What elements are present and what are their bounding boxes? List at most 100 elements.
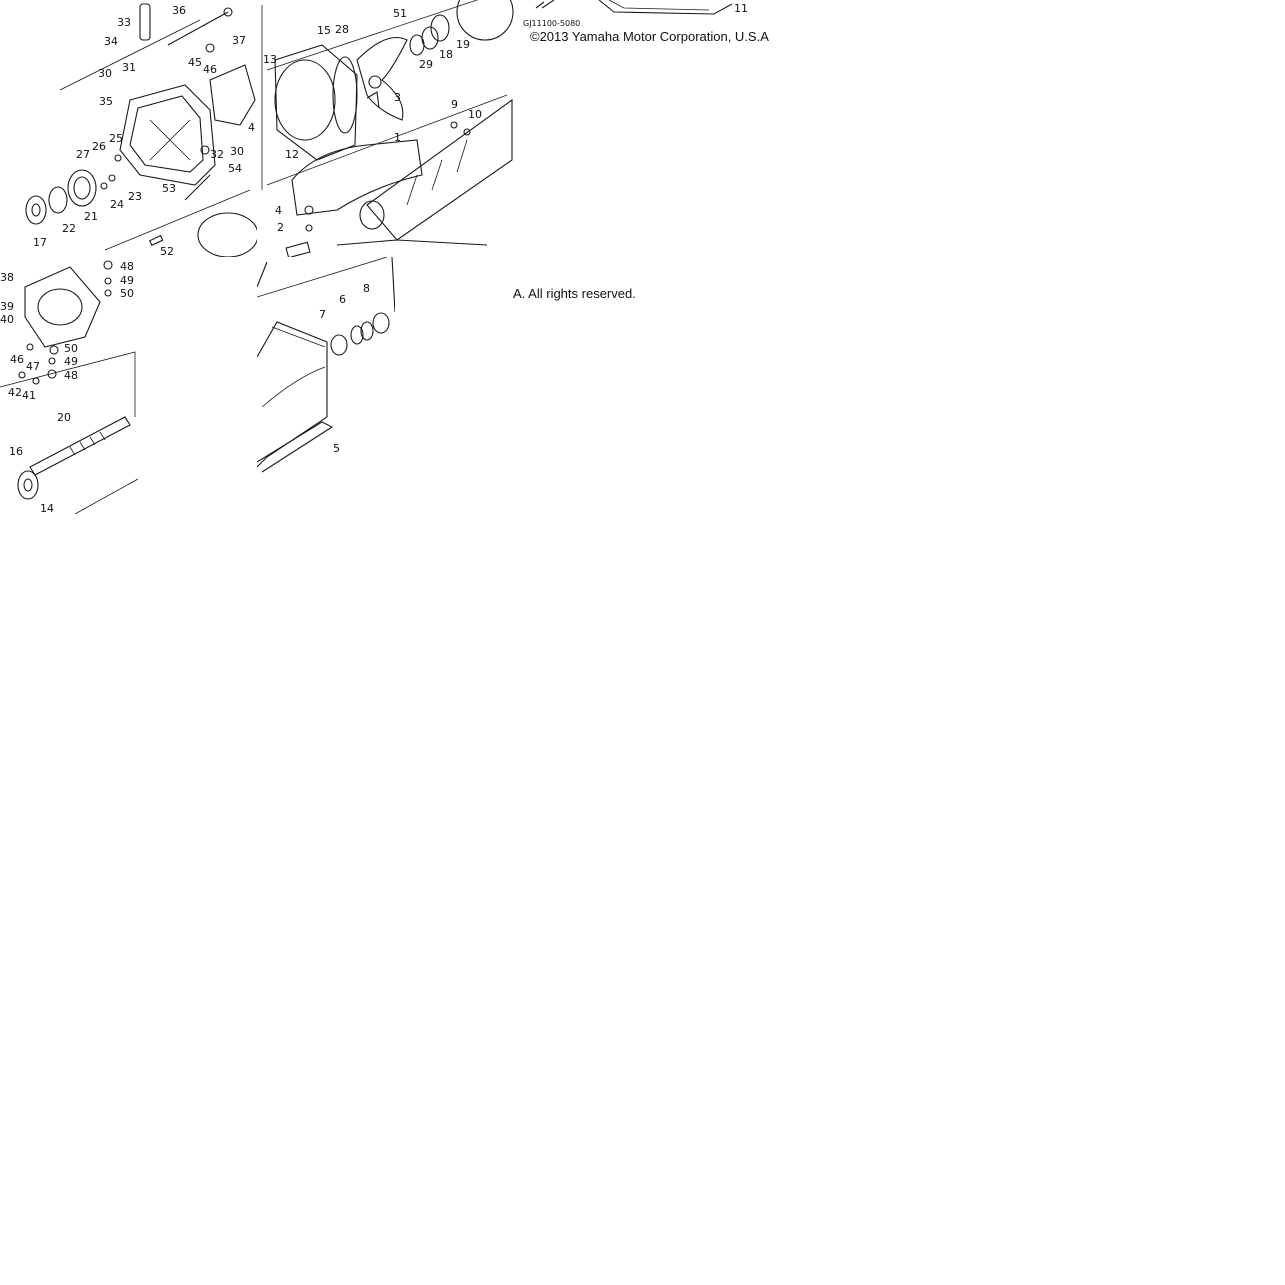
- part-label-24: 24: [110, 198, 124, 211]
- bolt-icon: [32, 377, 40, 385]
- part-label-50b: 50: [64, 342, 78, 355]
- part-label-47: 47: [26, 360, 40, 373]
- part-label-30b: 30: [230, 145, 244, 158]
- part-label-28: 28: [335, 23, 349, 36]
- part-label-48b: 48: [64, 369, 78, 382]
- part-label-20: 20: [57, 411, 71, 424]
- part-label-46: 46: [203, 63, 217, 76]
- shaft-part-33: [139, 3, 151, 41]
- drive-shaft-20: [29, 416, 131, 476]
- drive-shaft-drawing: 48 49 50 38 39 40 50 49 48 46 47 42 41 2…: [0, 260, 138, 514]
- part-label-34: 34: [104, 35, 118, 48]
- bolt-icon: [108, 174, 116, 182]
- diagram-tile-impeller: 15 28 51 29 18 19 3 13 12 1 9 10 4 2: [257, 0, 514, 257]
- figure-code: GJ11100-5080: [523, 19, 580, 28]
- part-label-7: 7: [319, 308, 326, 321]
- nut-7: [330, 334, 348, 356]
- shaft-splines: [69, 431, 106, 456]
- part-label-11: 11: [734, 2, 748, 15]
- bolt-icon: [305, 224, 313, 232]
- guide-line: [0, 351, 136, 417]
- base-plate: [336, 239, 488, 246]
- pin-52: [148, 234, 164, 246]
- part-label-18: 18: [439, 48, 453, 61]
- grate-ribs: [406, 139, 468, 206]
- bolt-icon: [450, 121, 458, 129]
- part-label-41: 41: [22, 389, 36, 402]
- part-label-1: 1: [394, 131, 401, 144]
- part-label-13: 13: [263, 53, 277, 66]
- part-label-16: 16: [9, 445, 23, 458]
- part-label-9: 9: [451, 98, 458, 111]
- part-label-53: 53: [162, 182, 176, 195]
- impeller-drawing: 15 28 51 29 18 19 3 13 12 1 9 10 4 2: [261, 0, 514, 257]
- base-plate-inner: [608, 0, 710, 11]
- bolt-icon: [104, 277, 112, 285]
- part-label-17: 17: [33, 236, 47, 249]
- impeller-hub: [368, 75, 382, 89]
- intake-tube-end: [359, 200, 385, 230]
- guide-line: [104, 189, 251, 251]
- part-label-46b: 46: [10, 353, 24, 366]
- nozzle-ring-inner: [73, 176, 91, 200]
- part-label-2: 2: [277, 221, 284, 234]
- bracket-edge: [257, 261, 268, 288]
- copyright-line-2: A. All rights reserved.: [513, 286, 636, 301]
- bearing-19: [430, 14, 450, 42]
- cover-1: [291, 139, 423, 216]
- duct-12-rim: [332, 56, 358, 134]
- guide-line: [74, 478, 138, 514]
- impeller-28: [356, 36, 408, 121]
- guide-line: [257, 257, 388, 298]
- duct-12: [274, 44, 358, 161]
- part-label-33: 33: [117, 16, 131, 29]
- bolt-icon: [48, 357, 56, 365]
- part-label-6: 6: [339, 293, 346, 306]
- part-label-12: 12: [285, 148, 299, 161]
- copyright-line-1: ©2013 Yamaha Motor Corporation, U.S.A: [530, 29, 769, 44]
- part-label-40: 40: [0, 313, 14, 326]
- part-label-25: 25: [109, 132, 123, 145]
- bolt-icon: [103, 260, 113, 270]
- bolt-icon: [18, 371, 26, 379]
- part-label-21: 21: [84, 210, 98, 223]
- diagram-tile-drive-shaft: 48 49 50 38 39 40 50 49 48 46 47 42 41 2…: [0, 257, 138, 514]
- part-label-31: 31: [122, 61, 136, 74]
- part-label-29: 29: [419, 58, 433, 71]
- bolt-icon: [49, 345, 59, 355]
- trim-drawing: 11 GJ11100-5080: [523, 0, 748, 28]
- part-label-30: 30: [98, 67, 112, 80]
- bolt-icon: [200, 145, 210, 155]
- part-label-50: 50: [120, 287, 134, 300]
- duct-part: [197, 212, 257, 257]
- long-bolt-36: [167, 11, 229, 46]
- fwd-plate: [285, 241, 311, 257]
- tail-pipe-contour: [261, 326, 326, 408]
- bolt-icon: [47, 369, 57, 379]
- part-label-27: 27: [76, 148, 90, 161]
- seal-8: [372, 312, 390, 334]
- bracket-part: [209, 64, 256, 126]
- bolt-icon: [104, 289, 112, 297]
- washer-6a: [350, 325, 364, 345]
- o-ring-22: [48, 186, 68, 214]
- part-label-5: 5: [333, 442, 340, 455]
- housing-cap: [456, 0, 514, 41]
- part-label-39: 39: [0, 300, 14, 313]
- part-label-49b: 49: [64, 355, 78, 368]
- part-label-15: 15: [317, 24, 331, 37]
- guide-line: [266, 0, 479, 71]
- part-label-51: 51: [393, 7, 407, 20]
- part-label-8: 8: [363, 282, 370, 295]
- nozzle-ring-21: [67, 169, 97, 207]
- part-label-35: 35: [99, 95, 113, 108]
- part-label-48: 48: [120, 260, 134, 273]
- part-label-49: 49: [120, 274, 134, 287]
- housing-ribs: [149, 119, 191, 161]
- part-label-38: 38: [0, 271, 14, 284]
- hose-53: [184, 174, 211, 201]
- fwd-arrow-fragment: [535, 0, 555, 9]
- part-label-4: 4: [248, 121, 255, 134]
- pipe-edge: [391, 257, 395, 313]
- part-label-54: 54: [228, 162, 242, 175]
